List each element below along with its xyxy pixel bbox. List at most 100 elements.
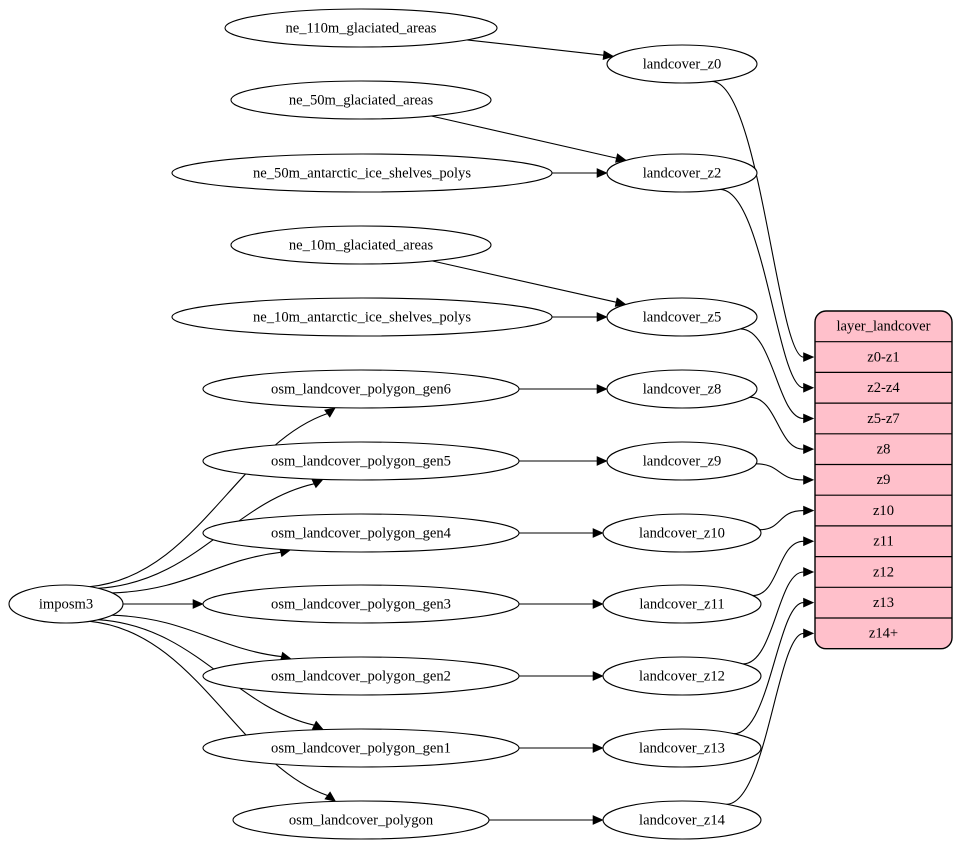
node-shape-landcover_z5: [606, 297, 758, 337]
edge-imposm3-to-osm_landcover_polygon: [89, 620, 328, 797]
table-row-z9[interactable]: [815, 464, 952, 496]
node-shape-ne_10m_antarctic_ice_shelves_polys: [171, 297, 553, 337]
edge-landcover_z14-to-layer_landcover_z14_: [726, 632, 804, 805]
edge-landcover_z10-to-layer_landcover_z10-arrow: [803, 505, 815, 516]
node-osm_landcover_polygon_gen5[interactable]: osm_landcover_polygon_gen5: [202, 441, 520, 481]
edge-ne_10m_antarctic_ice_shelves_polys-to-landcover_z5-arrow: [596, 312, 608, 322]
nodes-layer: imposm3 ne_110m_glaciated_areas ne_50m_gla…: [8, 8, 762, 840]
table-row-z11[interactable]: [815, 525, 952, 557]
edge-imposm3-to-osm_landcover_polygon_gen6: [89, 413, 328, 588]
edge-ne_110m_glaciated_areas-to-landcover_z0: [467, 39, 604, 56]
edge-landcover_z2-to-layer_landcover_z2-z4: [720, 188, 804, 389]
edge-landcover_z9-to-layer_landcover_z9: [756, 463, 804, 481]
edge-landcover_z13-to-layer_landcover_z13-arrow: [803, 597, 815, 608]
table-row-z13[interactable]: [815, 587, 952, 618]
table-row-z2-z4[interactable]: [815, 372, 952, 404]
edge-landcover_z9-to-layer_landcover_z9-arrow: [803, 474, 815, 485]
edge-imposm3-to-osm_landcover_polygon_gen1-arrow: [311, 720, 324, 730]
edge-osm_landcover_polygon-to-landcover_z14-arrow: [592, 815, 604, 825]
edge-landcover_z0-to-layer_landcover_z0-z1-arrow: [803, 352, 815, 362]
node-landcover_z9[interactable]: landcover_z9: [606, 441, 758, 481]
node-shape-osm_landcover_polygon_gen1: [202, 728, 520, 768]
edge-ne_50m_glaciated_areas-to-landcover_z2: [431, 115, 617, 159]
table-row-z14+[interactable]: [815, 618, 952, 649]
edge-osm_landcover_polygon_gen1-to-landcover_z13-arrow: [592, 743, 604, 753]
edge-osm_landcover_polygon_gen3-to-landcover_z11-arrow: [592, 599, 604, 609]
edge-landcover_z5-to-layer_landcover_z5-z7: [740, 328, 804, 420]
edge-landcover_z8-to-layer_landcover_z8-arrow: [803, 444, 815, 455]
edge-osm_landcover_polygon_gen4-to-landcover_z10-arrow: [592, 528, 604, 538]
edge-osm_landcover_polygon_gen5-to-landcover_z9-arrow: [596, 456, 608, 466]
table-row-z10[interactable]: [815, 495, 952, 526]
node-landcover_z2[interactable]: landcover_z2: [606, 153, 758, 193]
edge-ne_50m_antarctic_ice_shelves_polys-to-landcover_z2-arrow: [596, 168, 608, 178]
node-shape-ne_50m_antarctic_ice_shelves_polys: [171, 153, 553, 193]
edge-landcover_z0-to-layer_landcover_z0-z1: [711, 80, 804, 358]
node-landcover_z14[interactable]: landcover_z14: [602, 800, 762, 840]
node-shape-landcover_z11: [602, 584, 762, 624]
node-landcover_z10[interactable]: landcover_z10: [602, 513, 762, 553]
edge-imposm3-to-osm_landcover_polygon_gen2: [111, 614, 282, 658]
node-shape-landcover_z9: [606, 441, 758, 481]
layer-landcover-table[interactable]: layer_landcoverz0-z1z2-z4z5-z7z8z9z10z11…: [814, 310, 953, 650]
node-osm_landcover_polygon[interactable]: osm_landcover_polygon: [232, 800, 490, 840]
edge-landcover_z11-to-layer_landcover_z11: [752, 540, 804, 597]
node-shape-landcover_z13: [602, 728, 762, 768]
edge-ne_50m_glaciated_areas-to-landcover_z2-arrow: [615, 153, 627, 163]
edge-imposm3-to-osm_landcover_polygon_gen5: [98, 483, 315, 589]
edge-osm_landcover_polygon_gen2-to-landcover_z12-arrow: [592, 671, 604, 681]
node-osm_landcover_polygon_gen3[interactable]: osm_landcover_polygon_gen3: [202, 584, 520, 624]
node-landcover_z12[interactable]: landcover_z12: [602, 656, 762, 696]
node-ne_110m_glaciated_areas[interactable]: ne_110m_glaciated_areas: [224, 8, 498, 48]
node-landcover_z0[interactable]: landcover_z0: [606, 44, 758, 84]
edges-layer: [89, 39, 815, 825]
node-shape-ne_10m_glaciated_areas: [230, 225, 492, 265]
node-shape-landcover_z0: [606, 44, 758, 84]
edge-osm_landcover_polygon_gen6-to-landcover_z8-arrow: [596, 384, 608, 394]
node-ne_50m_antarctic_ice_shelves_polys[interactable]: ne_50m_antarctic_ice_shelves_polys: [171, 153, 553, 193]
edge-imposm3-to-osm_landcover_polygon_gen3-arrow: [192, 599, 204, 609]
node-osm_landcover_polygon_gen1[interactable]: osm_landcover_polygon_gen1: [202, 728, 520, 768]
node-shape-landcover_z10: [602, 513, 762, 553]
node-shape-osm_landcover_polygon_gen5: [202, 441, 520, 481]
node-landcover_z8[interactable]: landcover_z8: [606, 369, 758, 409]
edge-ne_110m_glaciated_areas-to-landcover_z0-arrow: [602, 50, 615, 60]
edge-landcover_z12-to-layer_landcover_z12-arrow: [803, 567, 815, 577]
node-shape-ne_110m_glaciated_areas: [224, 8, 498, 48]
edge-imposm3-to-osm_landcover_polygon-arrow: [324, 791, 337, 802]
node-shape-osm_landcover_polygon_gen6: [202, 369, 520, 409]
edge-landcover_z8-to-layer_landcover_z8: [749, 396, 804, 450]
node-landcover_z11[interactable]: landcover_z11: [602, 584, 762, 624]
table-row-z8[interactable]: [815, 433, 952, 465]
node-osm_landcover_polygon_gen6[interactable]: osm_landcover_polygon_gen6: [202, 369, 520, 409]
node-landcover_z13[interactable]: landcover_z13: [602, 728, 762, 768]
node-shape-osm_landcover_polygon_gen4: [202, 513, 520, 553]
node-osm_landcover_polygon_gen2[interactable]: osm_landcover_polygon_gen2: [202, 656, 520, 696]
edge-landcover_z10-to-layer_landcover_z10: [759, 510, 804, 531]
node-osm_landcover_polygon_gen4[interactable]: osm_landcover_polygon_gen4: [202, 513, 520, 553]
node-ne_10m_glaciated_areas[interactable]: ne_10m_glaciated_areas: [230, 225, 492, 265]
table-row-z12[interactable]: [815, 556, 952, 588]
edge-landcover_z11-to-layer_landcover_z11-arrow: [803, 536, 815, 547]
node-shape-osm_landcover_polygon_gen3: [202, 584, 520, 624]
node-shape-landcover_z14: [602, 800, 762, 840]
table-row-z5-z7[interactable]: [815, 403, 952, 434]
edge-landcover_z2-to-layer_landcover_z2-z4-arrow: [803, 382, 815, 393]
edge-landcover_z14-to-layer_landcover_z14_-arrow: [803, 628, 815, 639]
node-imposm3[interactable]: imposm3: [8, 584, 124, 624]
edge-landcover_z12-to-layer_landcover_z12: [742, 571, 804, 665]
node-ne_50m_glaciated_areas[interactable]: ne_50m_glaciated_areas: [230, 80, 492, 120]
edge-ne_10m_glaciated_areas-to-landcover_z5-arrow: [614, 297, 627, 307]
node-shape-osm_landcover_polygon_gen2: [202, 656, 520, 696]
node-ne_10m_antarctic_ice_shelves_polys[interactable]: ne_10m_antarctic_ice_shelves_polys: [171, 297, 553, 337]
table-row-z0-z1[interactable]: [815, 341, 952, 373]
edge-imposm3-to-osm_landcover_polygon_gen5-arrow: [311, 479, 324, 489]
edge-imposm3-to-osm_landcover_polygon_gen6-arrow: [324, 407, 336, 418]
edge-ne_10m_glaciated_areas-to-landcover_z5: [431, 260, 617, 303]
node-landcover_z5[interactable]: landcover_z5: [606, 297, 758, 337]
node-shape-ne_50m_glaciated_areas: [230, 80, 492, 120]
edge-landcover_z13-to-layer_landcover_z13: [733, 602, 804, 735]
node-shape-landcover_z2: [606, 153, 758, 193]
